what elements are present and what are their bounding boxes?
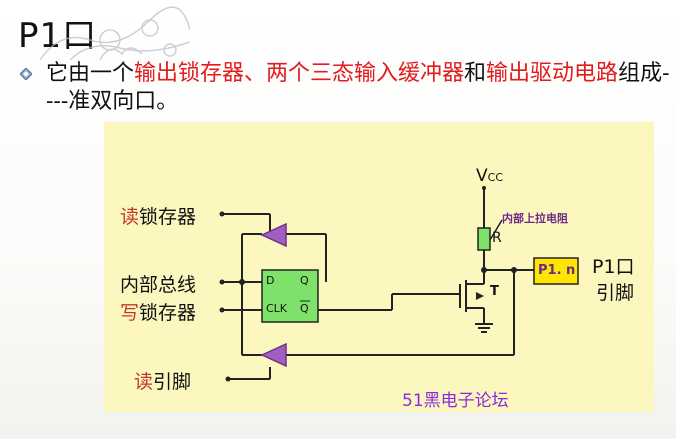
- pullup-resistor-label: 内部上拉电阻: [502, 212, 568, 225]
- desc-highlight-latch-buffers: 输出锁存器、两个三态输入缓冲器: [134, 61, 465, 86]
- ff-q-label: Q: [300, 274, 309, 287]
- d-flip-flop: [261, 269, 319, 323]
- terminal-internal-bus: [219, 279, 225, 285]
- lower-tristate-buffer-icon: [260, 342, 287, 368]
- upper-tristate-buffer-icon: [260, 222, 287, 248]
- decorative-pattern-icon: [39, 6, 190, 60]
- description-text: 它由一个输出锁存器、两个三态输入缓冲器和输出驱动电路组成----准双向口。: [46, 60, 676, 116]
- vcc-label: VCC: [476, 166, 504, 186]
- terminal-read-pin: [225, 376, 231, 382]
- vcc-terminal: [482, 186, 486, 190]
- desc-part: 组成----准双向口。: [46, 61, 670, 114]
- label-read-latch: 读锁存器: [120, 206, 197, 228]
- watermark: 51黑电子论坛: [402, 391, 509, 411]
- pullup-resistor: [477, 227, 491, 251]
- diamond-bullet-icon: [20, 68, 32, 80]
- transistor-label: T: [490, 284, 499, 299]
- desc-part: 它由一个: [46, 61, 135, 86]
- ff-clk-label: CLK: [266, 302, 288, 315]
- terminal-read-latch: [219, 211, 225, 217]
- label-internal-bus: 内部总线: [120, 274, 197, 296]
- ff-d-label: D: [266, 274, 275, 287]
- pullup-leader: [489, 219, 503, 241]
- circuit-svg: [219, 186, 579, 382]
- pin-box-label: P1. n: [538, 263, 576, 278]
- pin-label-p1: P1口: [592, 256, 635, 278]
- pin-box: [533, 257, 579, 285]
- ff-qbar-label: Q: [300, 302, 309, 315]
- junction-pin-return: [511, 267, 517, 273]
- terminal-write-latch: [219, 307, 225, 313]
- junction-pin: [481, 267, 487, 273]
- resistor-label: R: [492, 230, 502, 246]
- desc-highlight-driver: 输出驱动电路: [486, 61, 619, 86]
- desc-part: 和: [464, 61, 487, 86]
- label-write-latch: 写锁存器: [120, 302, 197, 324]
- junction-bus: [239, 279, 245, 285]
- label-read-pin: 读引脚: [134, 371, 192, 393]
- transistor-arrow-icon: [476, 292, 484, 300]
- page-title: P1口: [18, 16, 98, 56]
- pin-label-pin: 引脚: [596, 282, 635, 304]
- p1-port-circuit-diagram: 读锁存器 内部总线 写锁存器 读引脚 D Q CLK Q VCC R 内部上拉电…: [104, 122, 654, 412]
